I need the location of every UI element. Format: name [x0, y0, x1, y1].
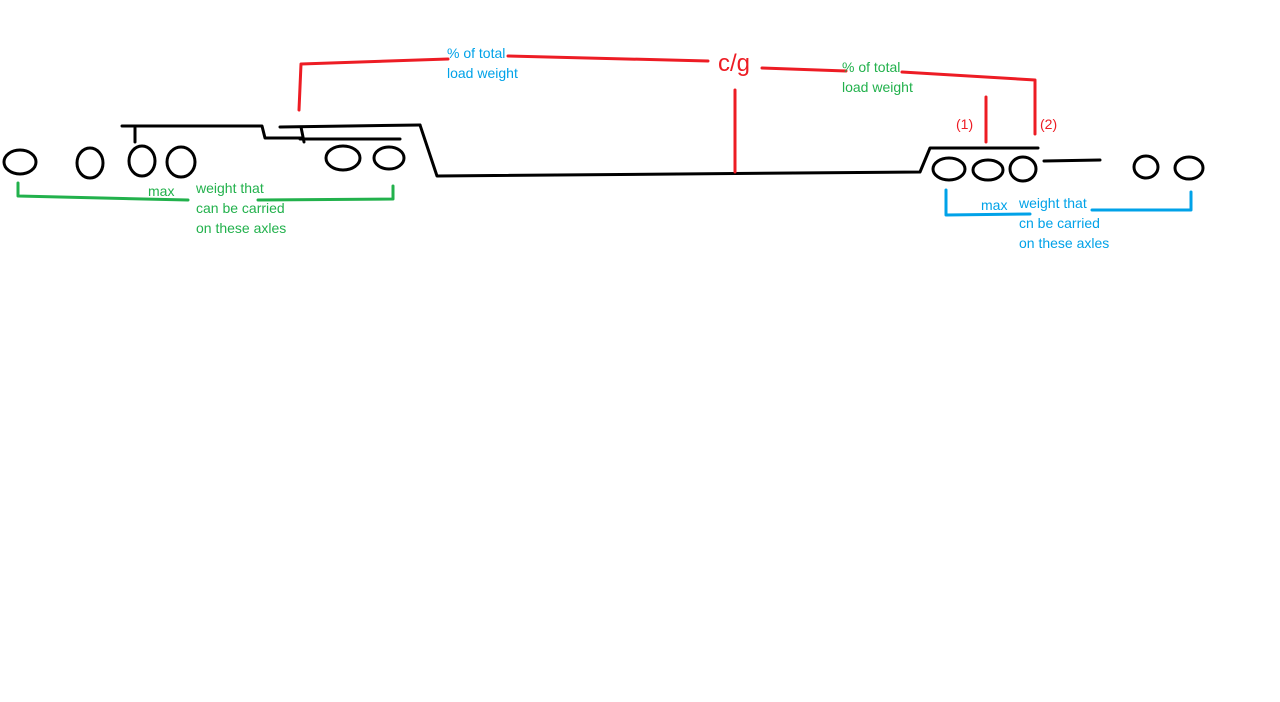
dolly-drawbar — [1042, 158, 1102, 163]
marker-1-label: (1) — [956, 116, 974, 132]
pct-left-label-line1: % of total — [447, 45, 506, 61]
right-weight-label-line3: on these axles — [1019, 235, 1110, 251]
left-axle-bracket — [16, 181, 395, 202]
left-weight-label-line2: can be carried — [196, 200, 285, 216]
pct-right-label-line2: load weight — [842, 79, 913, 95]
left-max-label: max — [148, 183, 175, 199]
marker-2-label: (2) — [1040, 116, 1058, 132]
left-pct-line — [506, 54, 710, 63]
trailer-wheel — [1008, 155, 1038, 183]
right-weight-label-line1: weight that — [1019, 195, 1087, 211]
right-axle-bracket — [944, 188, 1193, 217]
dolly-wheel — [1173, 155, 1205, 181]
left-bracket-left — [16, 181, 190, 202]
left-bracket-right — [256, 184, 395, 202]
wheels — [2, 144, 1205, 183]
kingpin — [299, 125, 306, 144]
right-pct-bracket — [900, 70, 1037, 136]
left-pct-bracket — [297, 57, 450, 112]
left-weight-label-line3: on these axles — [196, 220, 287, 236]
jeep-wheel — [372, 145, 406, 171]
cg-label: c/g — [718, 50, 751, 77]
right-pct-line-a — [760, 66, 848, 73]
left-weight-label-line1: weight that — [196, 180, 264, 196]
fifth-wheel-plate — [278, 123, 422, 129]
tractor-wheel — [127, 144, 157, 178]
dolly-wheel — [1132, 154, 1160, 180]
truck-outline — [120, 123, 1102, 178]
tractor-frame — [120, 124, 304, 140]
tractor-wheel — [165, 145, 197, 179]
right-bracket-left — [944, 188, 1032, 217]
trailer-wheel — [931, 156, 967, 182]
trailer-deck — [418, 123, 1040, 178]
pct-left-label-line2: load weight — [447, 65, 518, 81]
right-bracket-right — [1090, 190, 1193, 212]
steer-wheel — [2, 148, 38, 176]
trailer-wheel — [971, 158, 1005, 182]
right-max-label: max — [981, 197, 1008, 213]
cg-distribution-lines — [297, 54, 1037, 174]
tractor-wheel — [75, 146, 105, 180]
pct-right-label-line1: % of total — [842, 59, 901, 75]
jeep-wheel — [324, 144, 362, 172]
right-weight-label-line2: cn be carried — [1019, 215, 1100, 231]
